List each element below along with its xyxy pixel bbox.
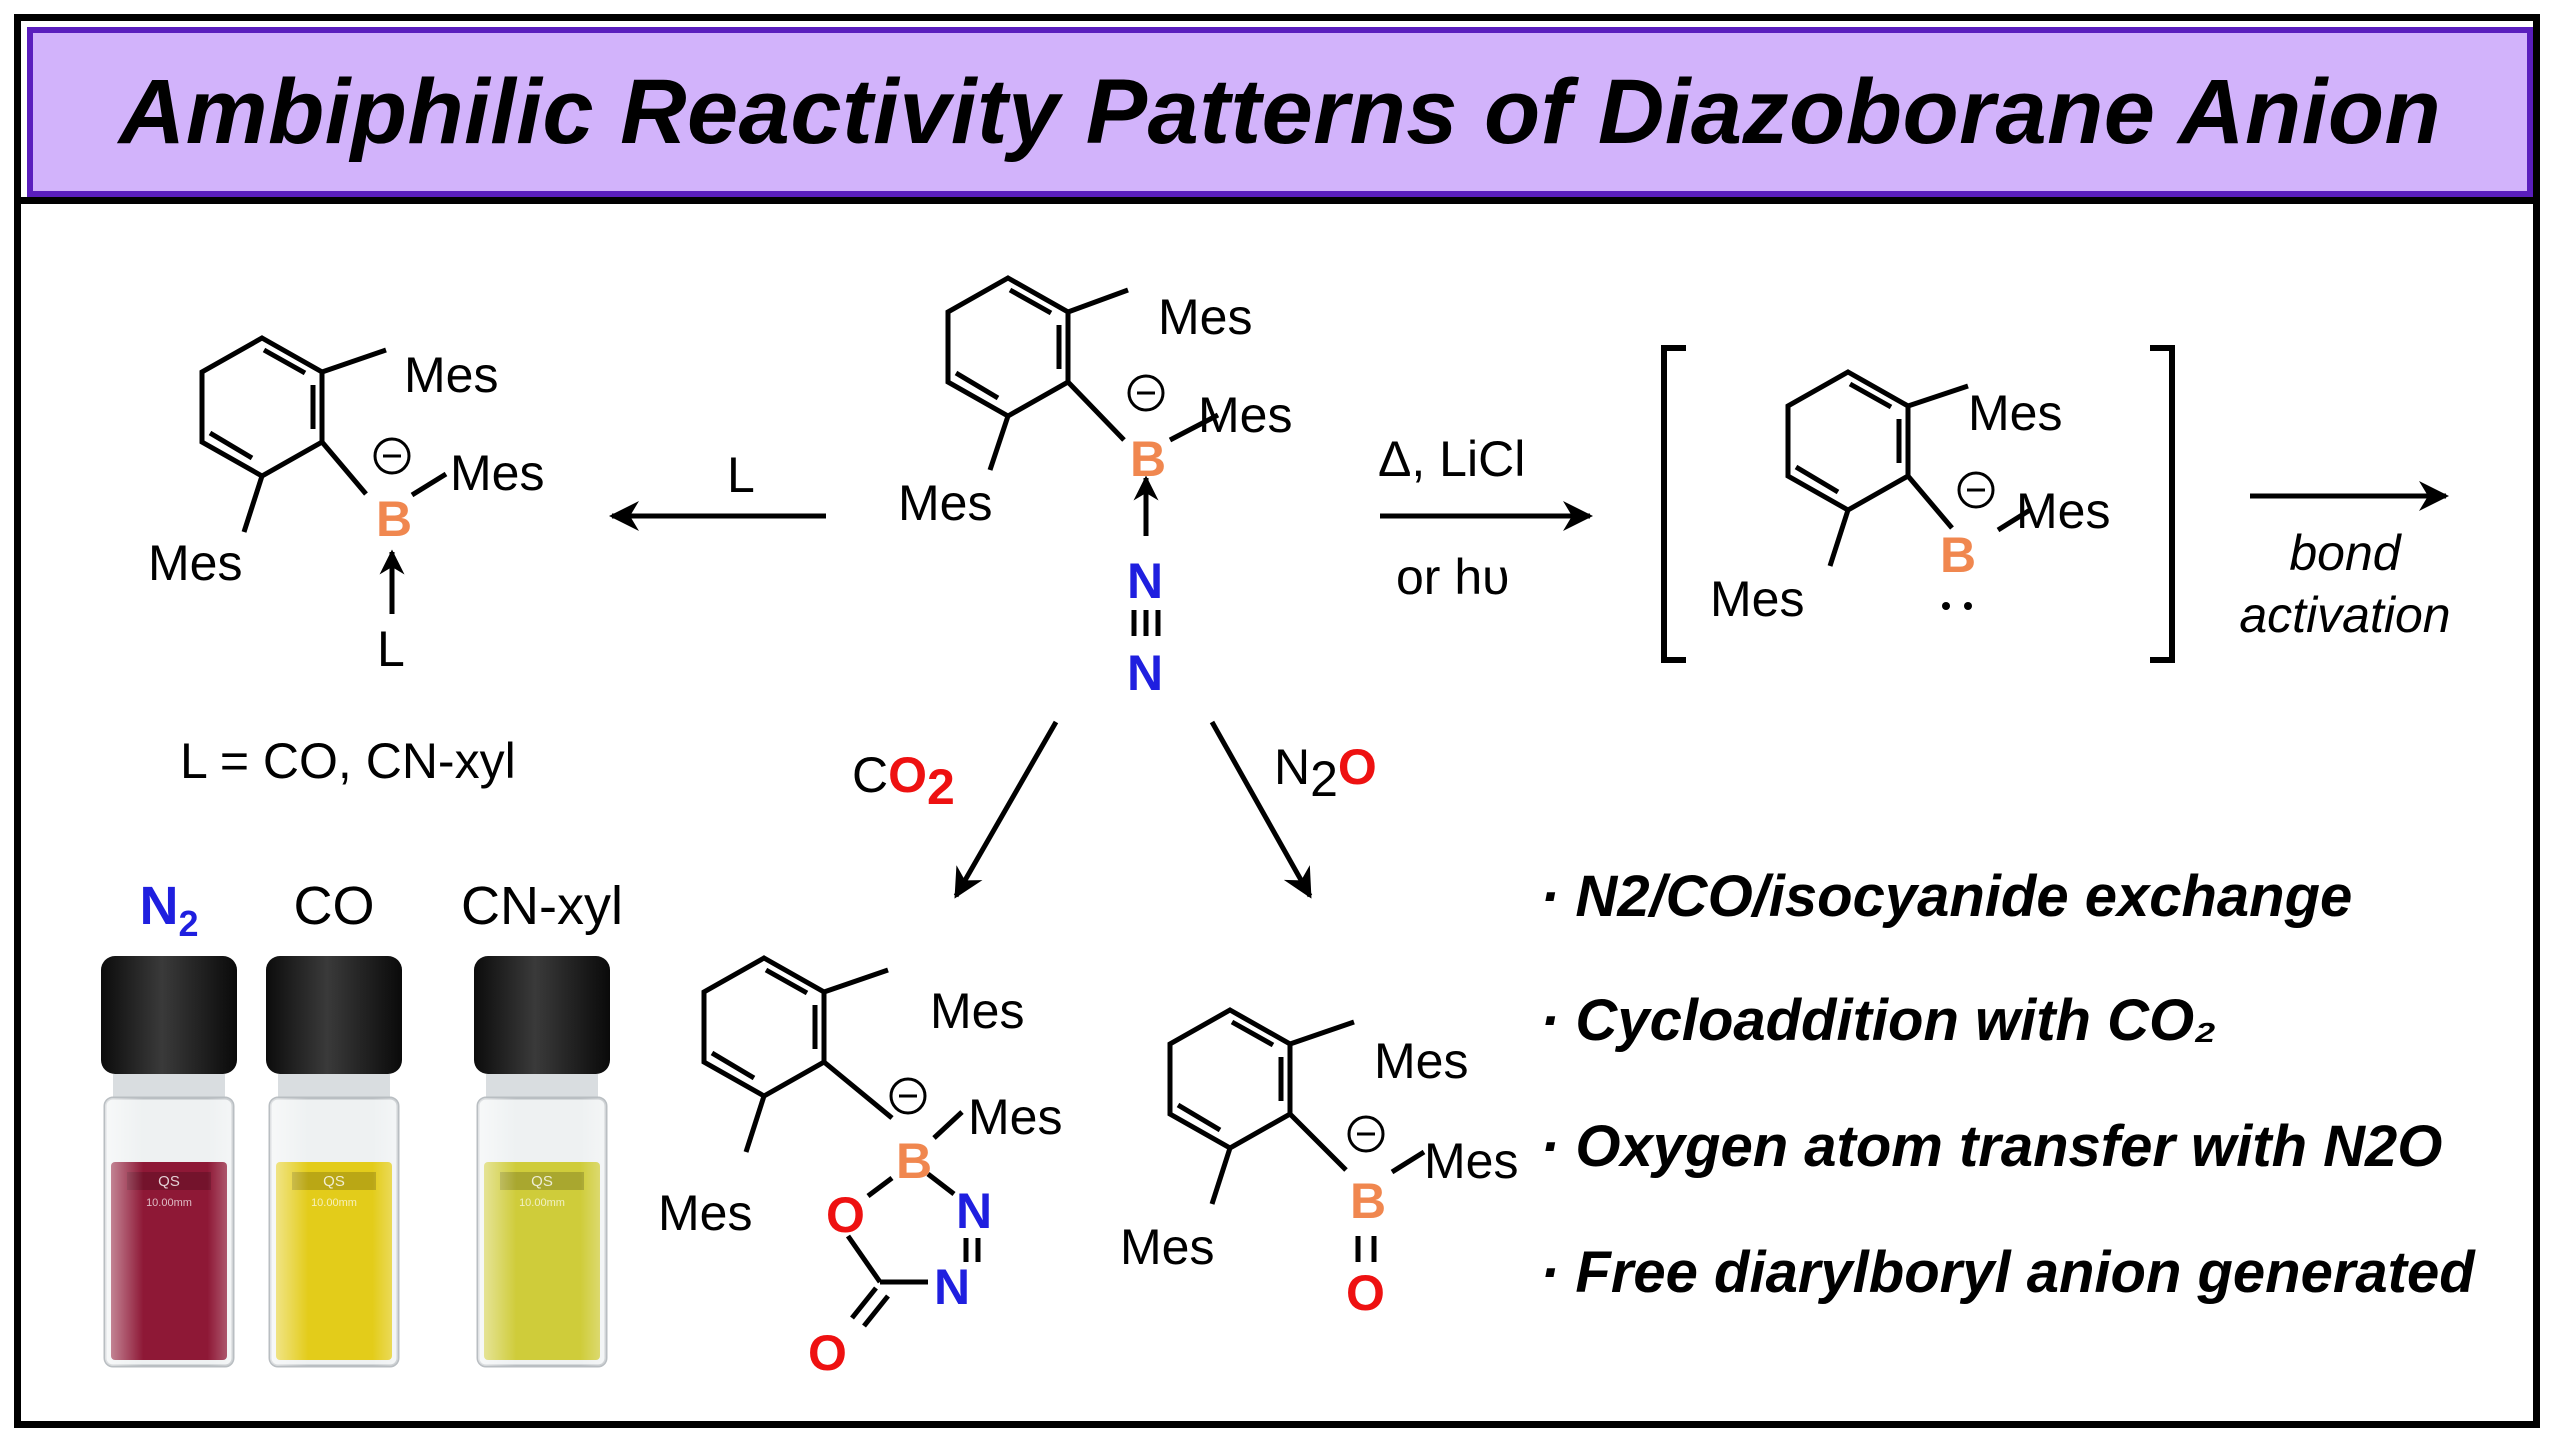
vial-cap: [101, 956, 237, 1074]
co2-arrow: [953, 720, 1059, 899]
oxygen-atom: O: [1346, 1265, 1385, 1321]
co2-reagent: CO2: [852, 747, 955, 815]
vial: N2QS10.00mm: [101, 876, 237, 1368]
boron-atom: B: [1350, 1173, 1386, 1229]
vial-highlight: [270, 1098, 398, 1366]
nitrogen-atom: N: [956, 1183, 992, 1239]
nitrogen-atom: N: [1127, 553, 1163, 609]
title-banner: Ambiphilic Reactivity Patterns of Diazob…: [27, 27, 2533, 197]
mes-label: Mes: [1374, 1033, 1468, 1089]
mes-label: Mes: [1424, 1133, 1518, 1189]
vial: CN-xylQS10.00mm: [461, 876, 623, 1368]
oxygen-atom: O: [808, 1325, 847, 1381]
mes-label: Mes: [1710, 571, 1804, 627]
vial-highlight: [105, 1098, 233, 1366]
vial-neck: [278, 1074, 390, 1100]
activation-line2: activation: [2239, 587, 2450, 643]
vial-cap: [474, 956, 610, 1074]
bullet-item: · Cycloaddition with CO₂: [1540, 988, 2216, 1053]
mes-label: Mes: [930, 983, 1024, 1039]
co2-cycloadduct-molecule: [701, 955, 981, 1328]
vial-neck: [486, 1074, 598, 1100]
mes-label: Mes: [1968, 385, 2062, 441]
vial-cap: [266, 956, 402, 1074]
oxoborane-molecule: [1167, 1007, 1426, 1262]
n2o-arrow: [1209, 720, 1313, 899]
boron-atom: B: [376, 491, 412, 547]
mes-label: Mes: [1158, 289, 1252, 345]
thermal-conditions: Δ, LiCl: [1378, 431, 1525, 487]
title-text: Ambiphilic Reactivity Patterns of Diazob…: [118, 60, 2442, 163]
bullet-item: · Oxygen atom transfer with N2O: [1540, 1114, 2442, 1179]
vial-photos: N2QS10.00mmCOQS10.00mm CN-xylQS10.00mm: [101, 876, 623, 1368]
mes-label: Mes: [404, 347, 498, 403]
oxygen-atom: O: [826, 1187, 865, 1243]
vial: COQS10.00mm: [266, 876, 402, 1368]
mes-label: Mes: [2016, 483, 2110, 539]
mes-label: Mes: [968, 1089, 1062, 1145]
activation-line1: bond: [2289, 525, 2402, 581]
mes-label: Mes: [148, 535, 242, 591]
boron-atom: B: [1940, 527, 1976, 583]
mes-label: Mes: [658, 1185, 752, 1241]
bracket-left: [1661, 345, 1686, 663]
nitrogen-atom: N: [1127, 645, 1163, 701]
mes-label: Mes: [450, 445, 544, 501]
bullet-item: · N2/CO/isocyanide exchange: [1540, 864, 2352, 929]
nitrogen-atom: N: [934, 1259, 970, 1315]
bullet-list: · N2/CO/isocyanide exchange · Cycloaddit…: [1540, 864, 2476, 1305]
bracket-right: [2150, 345, 2175, 663]
mes-label: Mes: [1198, 387, 1292, 443]
boron-atom: B: [896, 1133, 932, 1189]
boron-atom: B: [1130, 431, 1166, 487]
boryl-anion-molecule: [1785, 369, 2032, 567]
mes-label: Mes: [898, 475, 992, 531]
diazoborane-molecule: [945, 275, 1220, 636]
bullet-item: · Free diarylboryl anion generated: [1540, 1240, 2476, 1305]
photo-conditions: or hυ: [1396, 549, 1510, 605]
mes-label: Mes: [1120, 1219, 1214, 1275]
ligand-reagent: L: [727, 447, 755, 503]
n2o-reagent: N2O: [1274, 739, 1377, 807]
outer-frame: [14, 14, 2540, 1428]
ligand-atom: L: [377, 621, 405, 677]
vial-label: CO: [294, 876, 375, 936]
vial-neck: [113, 1074, 225, 1100]
vial-label: N2: [139, 876, 198, 944]
vial-label: CN-xyl: [461, 876, 623, 936]
title-divider: [14, 197, 2540, 204]
ligand-adduct-molecule: [199, 335, 448, 614]
ligand-definition: L = CO, CN-xyl: [180, 733, 516, 789]
vial-highlight: [478, 1098, 606, 1366]
